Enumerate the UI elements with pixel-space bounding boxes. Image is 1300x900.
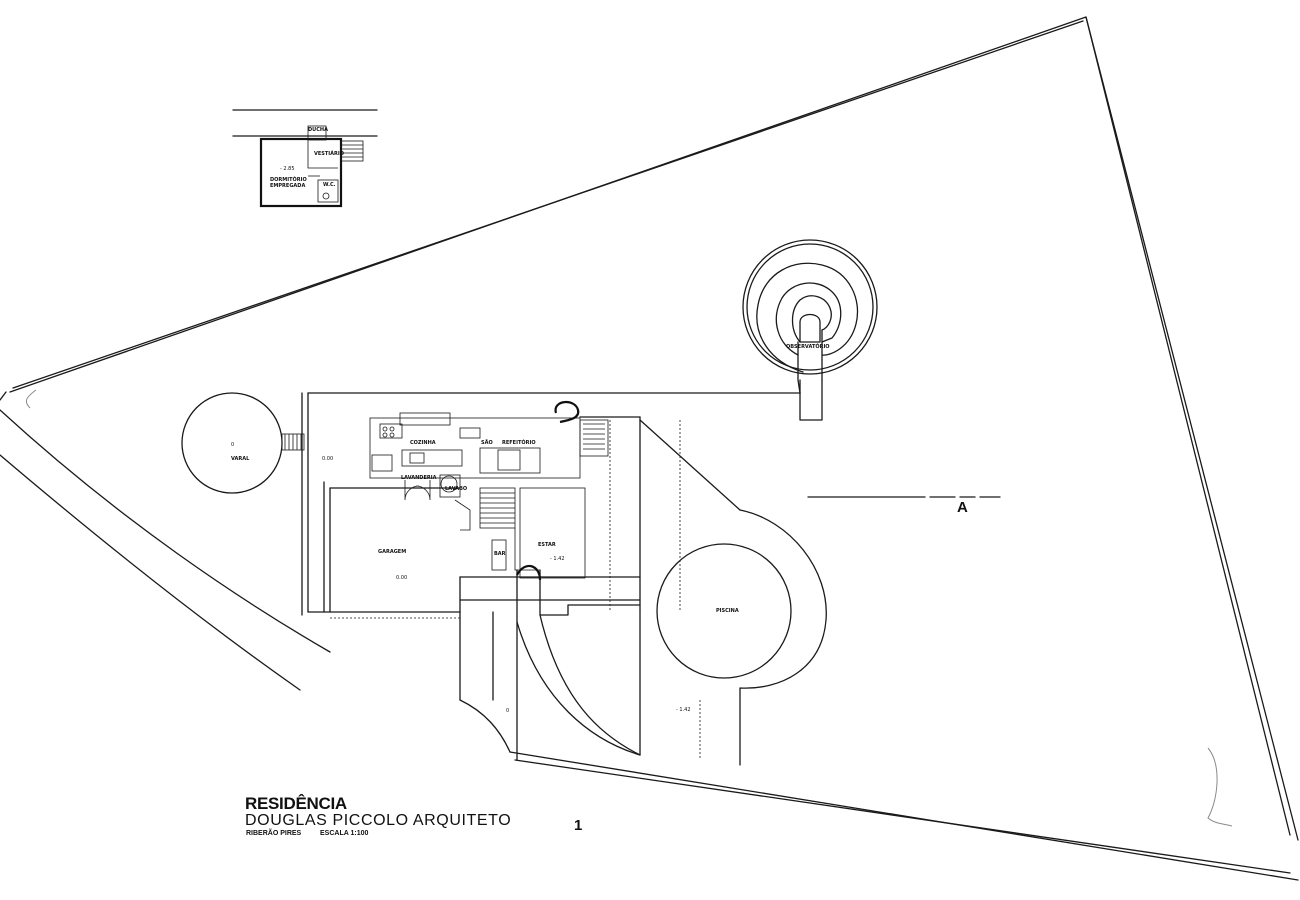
project-title: RESIDÊNCIA: [245, 794, 347, 813]
level-dormitorio: - 2.85: [280, 166, 295, 172]
label-lavabo: LAVABO: [445, 486, 467, 492]
level-pool-deck: - 1.42: [676, 707, 691, 713]
level-estar: - 1.42: [550, 556, 565, 562]
label-observatorio: OBSERVATÓRIO: [786, 343, 830, 350]
label-ducha: DUCHA: [308, 127, 328, 133]
section-marker-a: A: [957, 499, 968, 516]
drawing-scale: ESCALA 1:100: [320, 830, 369, 837]
observatory: [742, 239, 878, 394]
label-dormitorio: DORMITÓRIO: [270, 176, 307, 183]
level-varal: 0: [231, 442, 234, 448]
label-lavanderia: LAVANDERIA: [401, 475, 437, 481]
varal-yard: [181, 392, 305, 494]
level-entry: 0.00: [322, 456, 333, 462]
site-boundary: [9, 16, 1299, 881]
street: [0, 391, 331, 691]
living-block: [479, 487, 586, 581]
level-street: 0: [506, 708, 509, 714]
label-bar: BAR: [494, 551, 506, 557]
label-piscina: PISCINA: [716, 608, 739, 614]
label-wc: W.C.: [323, 182, 336, 188]
label-cozinha: COZINHA: [410, 440, 436, 446]
label-estar: ESTAR: [538, 542, 556, 548]
sheet-number: 1: [574, 817, 583, 834]
architect-name: DOUGLAS PICCOLO ARQUITETO: [245, 812, 512, 829]
label-refeitorio: REFEITÓRIO: [502, 439, 536, 446]
label-vestiario: VESTIÁRIO: [314, 150, 344, 157]
pool: [656, 543, 792, 679]
label-sao: SÃO: [481, 439, 493, 446]
label-varal: VARAL: [231, 456, 250, 462]
level-garagem: 0.00: [396, 575, 407, 581]
level-marks: 0 0.00 0.00 - 1.42 - 1.42 - 2.85 0: [231, 166, 691, 714]
kitchen-block: [369, 401, 609, 531]
house-outline: [301, 379, 827, 766]
label-garagem: GARAGEM: [378, 549, 406, 555]
room-labels: COZINHA SÃO REFEITÓRIO LAVANDERIA LAVABO…: [231, 127, 830, 614]
label-empregada: EMPREGADA: [270, 183, 305, 189]
project-location: RIBERÃO PIRES: [246, 830, 302, 837]
inset-lower-level: [232, 109, 378, 208]
